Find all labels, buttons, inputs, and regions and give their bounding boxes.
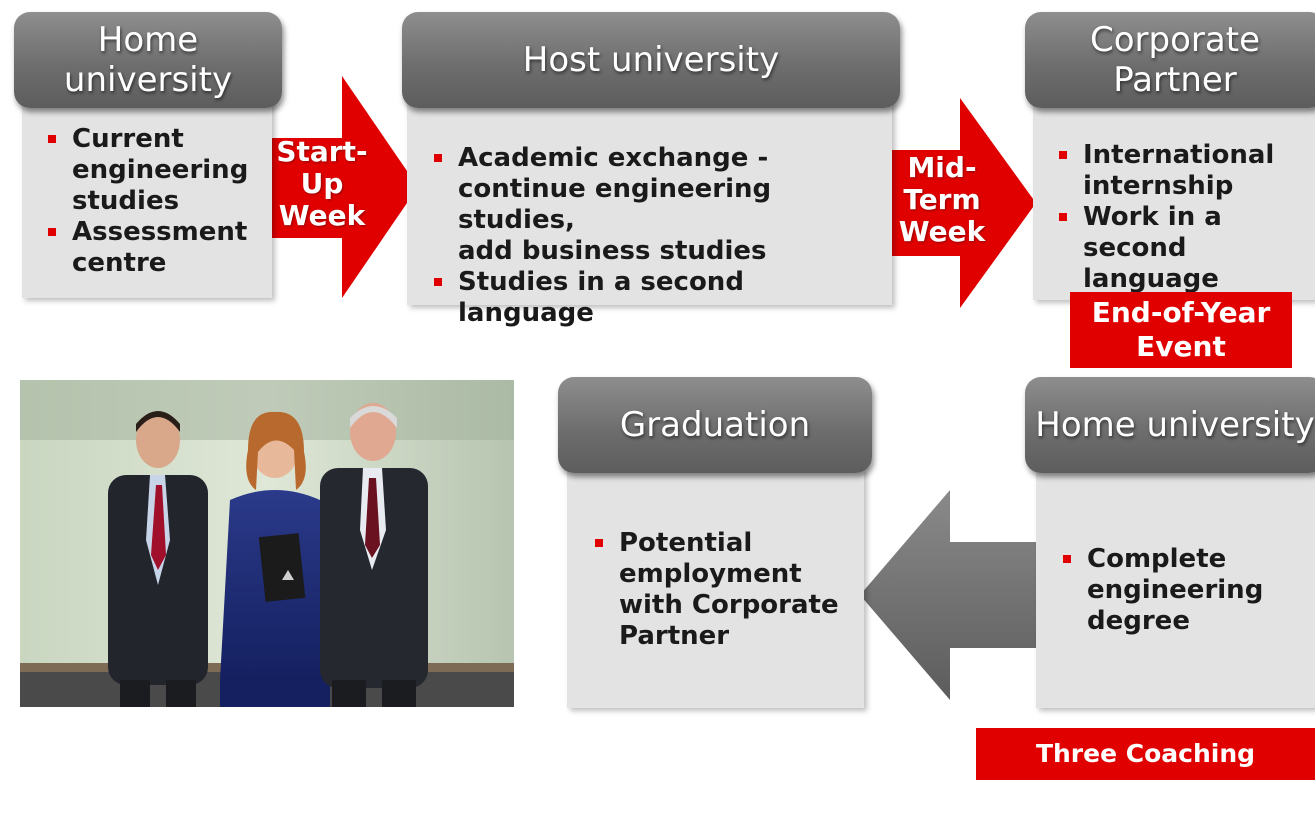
host-university-body: [407, 100, 892, 305]
list-item: International internship: [1057, 140, 1315, 202]
list-item: Studies in a second language: [432, 267, 882, 329]
startup-week-label: Start- Up Week: [276, 135, 368, 232]
left-gray-arrow: [860, 490, 1038, 700]
list-item: Assessment centre: [46, 217, 272, 279]
home-university-start-header: Home university: [14, 12, 282, 108]
startup-week-arrow: [270, 76, 418, 298]
host-university-header: Host university: [402, 12, 900, 108]
home-university-end-header: Home university: [1025, 377, 1315, 473]
three-coaching-modules-banner: Three Coaching Modules: [976, 728, 1315, 820]
list-item: Potential employment with Corporate Part…: [593, 528, 853, 652]
midterm-week-arrow: [890, 98, 1036, 308]
end-of-year-event-banner: End-of-Year Event: [1070, 292, 1292, 368]
list-item: Current engineering studies: [46, 124, 272, 217]
list-item: Work in a second language: [1057, 202, 1315, 295]
graduation-ceremony-photo: [20, 380, 514, 707]
home-university-end-list: Complete engineering degree: [1061, 544, 1311, 637]
home-university-start-body: [22, 100, 272, 298]
home-university-end-body: [1036, 468, 1315, 708]
host-university-list: Academic exchange - continue engineering…: [432, 143, 882, 329]
graduation-body: [567, 468, 864, 708]
midterm-week-label: Mid- Term Week: [898, 151, 986, 248]
corporate-partner-list: International internship Work in a secon…: [1057, 140, 1315, 295]
corporate-partner-header: Corporate Partner: [1025, 12, 1315, 108]
corporate-partner-body: [1033, 100, 1315, 300]
list-item: Complete engineering degree: [1061, 544, 1311, 637]
home-university-start-list: Current engineering studies Assessment c…: [46, 124, 272, 279]
graduation-header: Graduation: [558, 377, 872, 473]
graduation-list: Potential employment with Corporate Part…: [593, 528, 853, 652]
list-item: Academic exchange - continue engineering…: [432, 143, 882, 267]
